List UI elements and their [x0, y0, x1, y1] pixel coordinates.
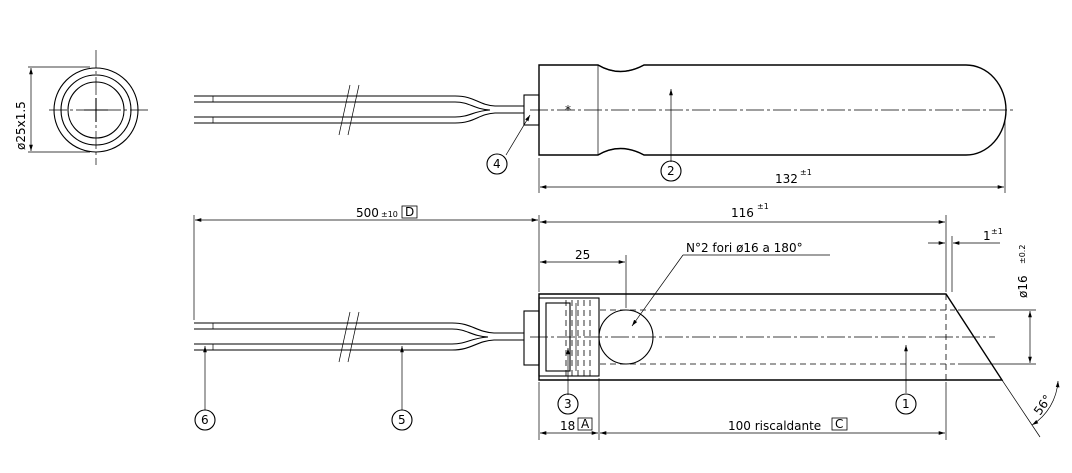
head-length-dim: 18	[560, 419, 575, 433]
svg-text:3: 3	[564, 397, 572, 411]
holes-note: N°2 fori ø16 a 180°	[686, 241, 803, 255]
end-view: ø25x1.5	[14, 50, 150, 165]
balloon-5: 5	[391, 409, 413, 431]
balloon-2: 2	[660, 160, 682, 182]
head-length-box: A	[581, 417, 590, 431]
length-total-dim: 132	[775, 172, 798, 186]
body-length-tol: ±1	[757, 202, 769, 211]
bevel-gap-dim: 1	[983, 229, 991, 243]
length-total-tol: ±1	[800, 168, 812, 177]
angle-dim: 56°	[1031, 392, 1055, 417]
cable-length-tol: ±10	[381, 210, 398, 219]
top-view: * 132 ±1	[194, 64, 1015, 193]
bevel-gap-tol: ±1	[991, 227, 1003, 236]
front-view: 500 ±10 D 116 ±1 25 N°2 fori ø16 a 180° …	[193, 202, 1060, 440]
svg-text:5: 5	[398, 413, 406, 427]
cable-length-box: D	[405, 205, 414, 219]
svg-text:6: 6	[201, 413, 209, 427]
balloons: 1 2 3 4 5 6	[194, 153, 917, 431]
body-length-dim: 116	[731, 206, 754, 220]
diameter-16-dim: ø16	[1016, 275, 1030, 298]
balloon-3: 3	[557, 393, 579, 415]
balloon-6: 6	[194, 409, 216, 431]
heating-length-dim: 100 riscaldante	[728, 419, 821, 433]
diameter-16-tol: ±0.2	[1018, 245, 1027, 264]
balloon-4: 4	[486, 153, 508, 175]
balloon-1: 1	[895, 393, 917, 415]
cable-length-dim: 500	[356, 206, 379, 220]
svg-text:1: 1	[902, 397, 910, 411]
diameter-tube-dim: ø25x1.5	[14, 101, 28, 150]
svg-text:4: 4	[493, 157, 501, 171]
asterisk-mark: *	[565, 103, 571, 117]
hole-offset-dim: 25	[575, 248, 590, 262]
heating-length-box: C	[835, 417, 843, 431]
svg-text:2: 2	[667, 164, 675, 178]
